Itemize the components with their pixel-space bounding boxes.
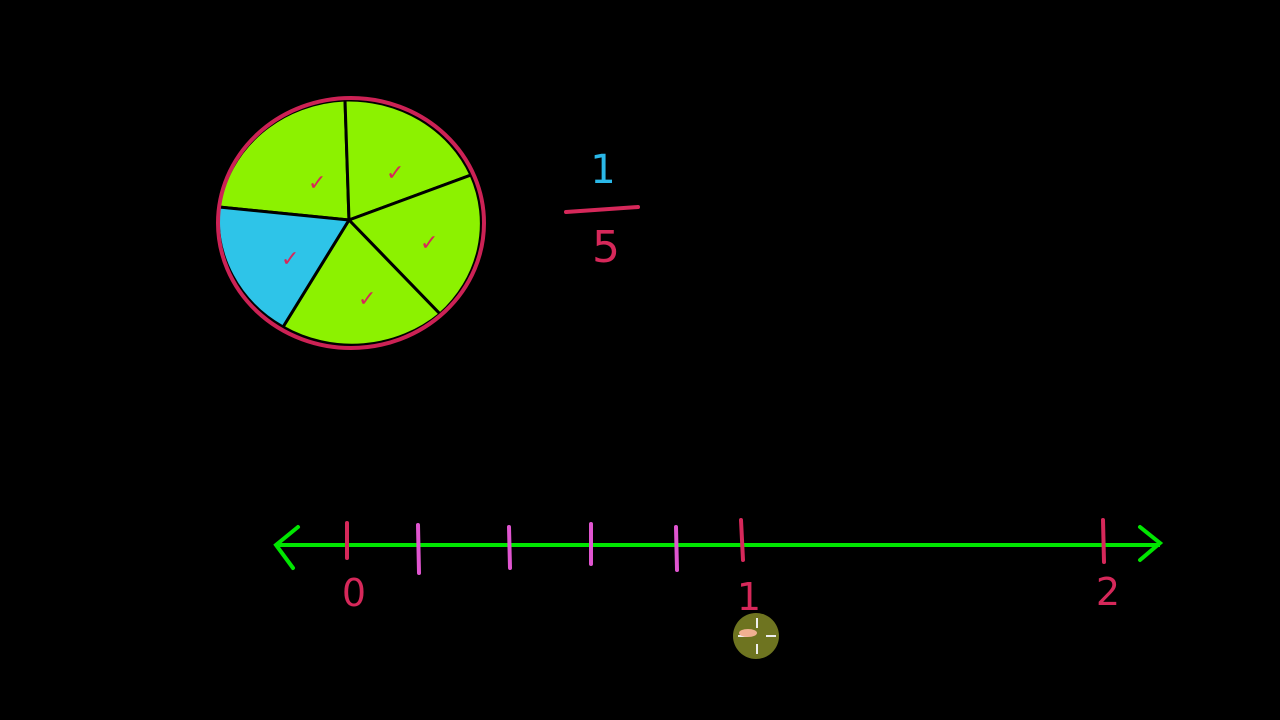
pie-slice-top-right — [343, 98, 474, 223]
label-2: 2 — [1096, 570, 1120, 614]
fraction-one-fifth: 1 5 — [564, 147, 640, 273]
label-0: 0 — [342, 571, 366, 615]
left-arrow-icon — [273, 525, 300, 570]
right-arrow-icon — [1138, 525, 1164, 562]
tick-fifth — [416, 523, 421, 575]
check-mark: ✓ — [358, 287, 376, 312]
crosshair-hand-cursor-icon — [733, 613, 779, 659]
fraction-numerator: 1 — [590, 147, 615, 193]
check-mark: ✓ — [420, 231, 438, 256]
check-mark: ✓ — [308, 171, 326, 196]
fraction-pie: ✓ ✓ ✓ ✓ ✓ — [216, 96, 486, 350]
check-mark: ✓ — [386, 161, 404, 186]
tick-fifth — [674, 525, 679, 572]
pie-outline — [216, 96, 486, 350]
tick-1 — [739, 518, 745, 562]
fraction-bar — [564, 205, 640, 214]
check-mark: ✓ — [281, 247, 299, 272]
number-line: 0 1 2 — [273, 518, 1164, 619]
label-1: 1 — [737, 575, 761, 619]
tick-2 — [1101, 518, 1106, 564]
fraction-denominator: 5 — [592, 222, 620, 273]
tick-fifth — [507, 525, 512, 570]
pie-slice-top-left — [217, 98, 351, 222]
